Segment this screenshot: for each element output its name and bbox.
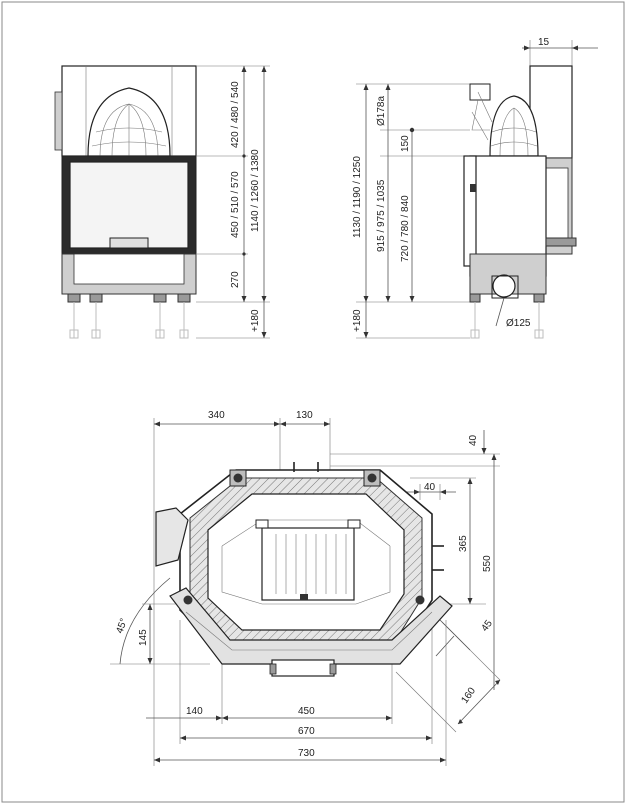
plan-dim-total-width: 730 [298,748,315,759]
front-dim-lower: 270 [230,271,241,288]
plan-dim-mid-width: 670 [298,726,315,737]
front-legs [67,293,191,339]
front-view: 420 / 480 / 540 450 / 510 / 570 270 1140… [54,65,270,339]
plan-corner-bolts [183,469,425,605]
front-dim-upper: 420 / 480 / 540 [230,81,241,148]
front-glass [69,161,189,249]
side-dim-inlet-height: 720 / 780 / 840 [400,195,411,262]
side-door-profile [463,155,477,267]
plan-door-handle [271,659,335,677]
side-dim-total: 1130 / 1190 / 1250 [352,156,363,238]
plan-dim-centre-offset: 130 [296,410,313,421]
front-dimensions [196,65,270,339]
plan-dim-inner-width: 450 [298,706,315,717]
plan-dim-left-offset: 340 [208,410,225,421]
plan-dim-top-depth: 40 [468,434,479,446]
front-side-pipe [54,91,63,151]
front-door-handle [109,237,149,249]
side-view: 15 Ø178a 150 1130 / 1190 / 1250 915 / 97… [352,37,598,339]
front-dim-legs: +180 [250,309,261,332]
side-dim-air-inlet: Ø125 [506,318,531,329]
plan-dim-side-depth: 40 [424,482,436,493]
plan-dim-corner-45: 45 [479,618,495,634]
plan-dimensions [110,418,501,766]
front-dim-total: 1140 / 1260 / 1380 [250,149,261,232]
plan-grate [255,519,361,601]
side-dim-legs: +180 [352,309,363,332]
side-dim-top-offset: 15 [538,37,550,48]
side-dim-flue-height: 915 / 975 / 1035 [376,179,387,252]
side-dim-flue: Ø178a [376,96,387,126]
plan-view: 340 130 40 40 365 550 45° 45 145 140 450… [110,410,501,766]
side-dimensions [356,40,598,339]
plan-dim-left-width: 140 [186,706,203,717]
plan-dim-total-depth: 550 [482,555,493,572]
side-legs [469,293,545,339]
plan-dim-inner-depth: 365 [458,535,469,552]
side-heat-dome [469,83,539,157]
plan-dim-diag-160: 160 [459,685,478,705]
side-air-inlet [492,274,516,298]
front-heat-dome [87,87,171,157]
plan-dim-corner-offset: 145 [138,629,149,646]
plan-side-door [155,507,189,567]
front-dim-middle: 450 / 510 / 570 [230,171,241,238]
side-dim-spigot: 150 [400,135,411,152]
plan-dim-angle: 45° [114,617,130,635]
